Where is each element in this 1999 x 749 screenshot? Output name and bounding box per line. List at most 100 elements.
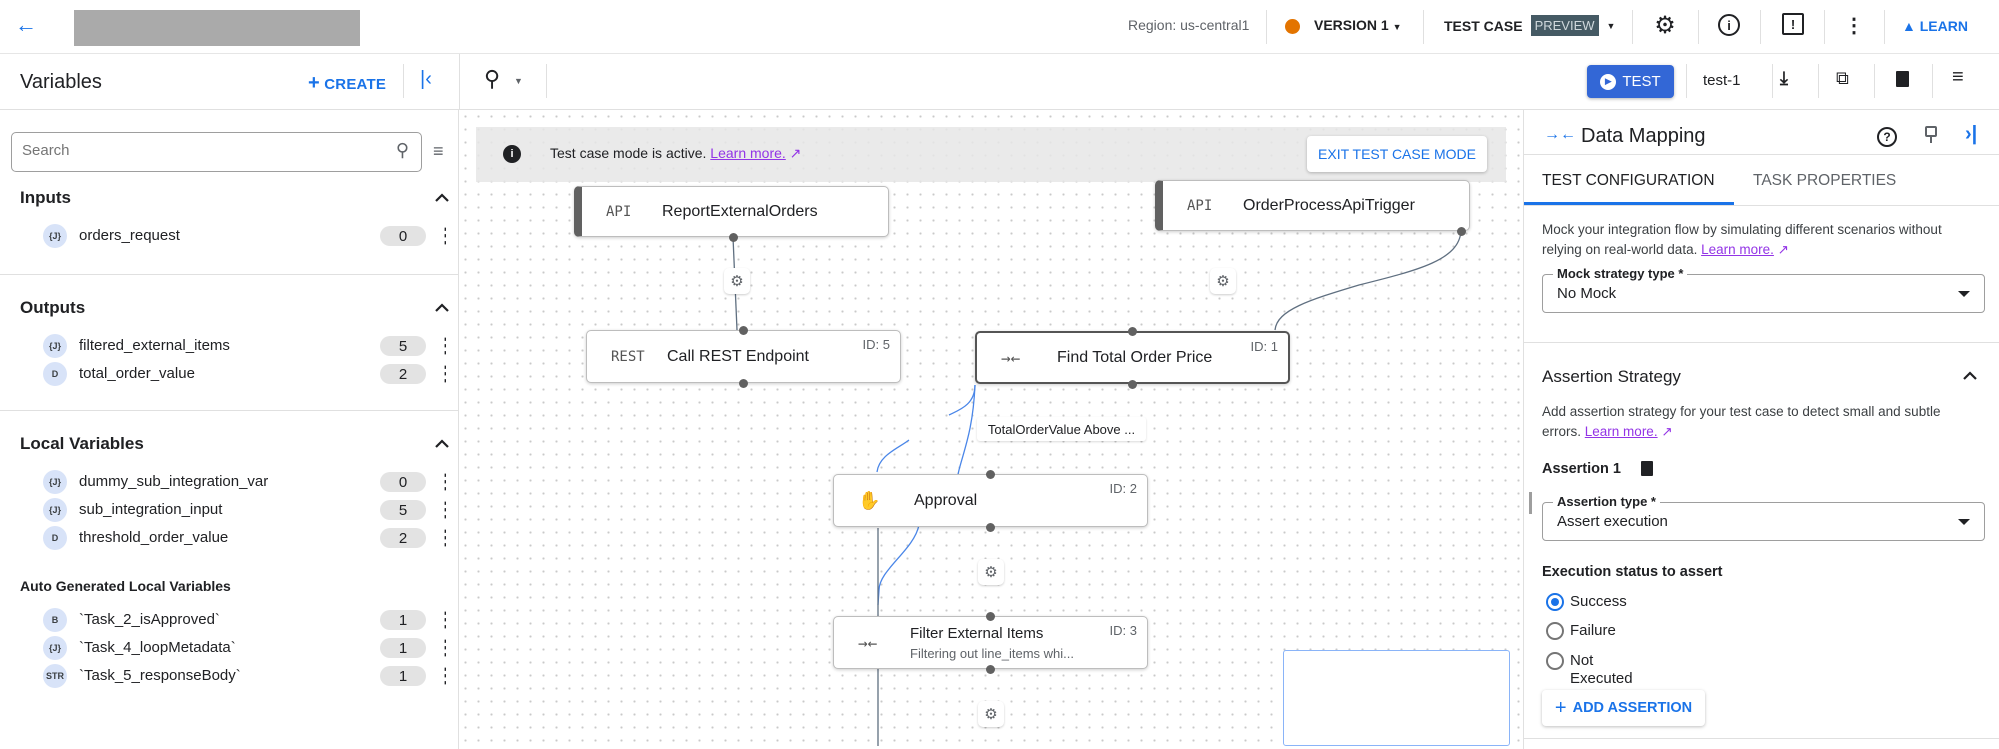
zoom-in-icon[interactable]: ⚲ bbox=[484, 66, 501, 91]
more-vert-icon[interactable]: ⋮ bbox=[436, 499, 446, 521]
radio-button[interactable] bbox=[1546, 652, 1564, 670]
more-vert-icon[interactable]: ⋮ bbox=[436, 637, 446, 659]
node-title: Call REST Endpoint bbox=[667, 347, 809, 365]
region-label: Region: us-central1 bbox=[1128, 17, 1250, 33]
node-subtitle: Filtering out line_items whi... bbox=[910, 646, 1075, 661]
more-vert-icon[interactable]: ⋮ bbox=[436, 527, 446, 549]
menu-icon[interactable]: ≡ bbox=[1952, 66, 1964, 88]
tab-task-properties[interactable]: TASK PROPERTIES bbox=[1753, 172, 1897, 189]
more-vert-icon[interactable]: ⋮ bbox=[436, 363, 446, 385]
data-mapping-panel: →← Data Mapping ? ›| TEST CONFIGURATION … bbox=[1523, 110, 1999, 749]
more-vert-icon[interactable]: ⋮ bbox=[436, 471, 446, 493]
integration-canvas[interactable]: i Test case mode is active. Learn more. … bbox=[459, 110, 1523, 749]
collapse-panel-icon[interactable]: |‹ bbox=[420, 68, 432, 90]
usage-count: 0 bbox=[380, 226, 426, 246]
info-icon[interactable]: i bbox=[1718, 14, 1740, 36]
more-vert-icon[interactable]: ⋮ bbox=[436, 335, 446, 357]
feedback-icon[interactable]: ! bbox=[1782, 13, 1804, 35]
create-variable-button[interactable]: + CREATE bbox=[308, 72, 386, 95]
filter-sort-icon[interactable]: ≡ bbox=[433, 141, 444, 161]
zoom-caret-icon[interactable]: ▼ bbox=[514, 76, 523, 86]
data-mapping-icon: →← bbox=[858, 633, 878, 652]
resize-handle[interactable] bbox=[1529, 492, 1532, 514]
variable-name: dummy_sub_integration_var bbox=[79, 473, 269, 490]
node-title: OrderProcessApiTrigger bbox=[1243, 196, 1415, 214]
edge-gear-icon[interactable]: ⚙ bbox=[724, 268, 750, 294]
caret-down-icon: ▼ bbox=[1606, 20, 1616, 31]
exit-test-case-mode-button[interactable]: EXIT TEST CASE MODE bbox=[1307, 136, 1487, 172]
node-order-process-api-trigger[interactable]: API OrderProcessApiTrigger bbox=[1155, 180, 1470, 231]
chevron-up-icon[interactable] bbox=[432, 434, 452, 454]
more-vert-icon[interactable]: ⋮ bbox=[436, 609, 446, 631]
learn-more-link[interactable]: Learn more. bbox=[1701, 242, 1774, 257]
copy-icon[interactable]: ⧉ bbox=[1836, 68, 1849, 88]
node-approval[interactable]: ✋ Approval ID: 2 bbox=[833, 474, 1148, 527]
version-status-dot bbox=[1285, 19, 1300, 34]
learn-more-link[interactable]: Learn more. bbox=[710, 145, 786, 161]
edge-gear-icon[interactable]: ⚙ bbox=[978, 701, 1004, 727]
chevron-up-icon[interactable] bbox=[432, 188, 452, 208]
radio-button[interactable] bbox=[1546, 622, 1564, 640]
node-call-rest-endpoint[interactable]: REST Call REST Endpoint ID: 5 bbox=[586, 330, 901, 383]
learn-button[interactable]: ▲ LEARN bbox=[1902, 17, 1968, 37]
node-report-external-orders[interactable]: API ReportExternalOrders bbox=[574, 186, 889, 237]
node-filter-external-items[interactable]: →← Filter External Items Filtering out l… bbox=[833, 616, 1148, 669]
tab-test-configuration[interactable]: TEST CONFIGURATION bbox=[1524, 155, 1734, 205]
chevron-up-icon[interactable] bbox=[432, 298, 452, 318]
variable-row[interactable]: {J}`Task_4_loopMetadata`1⋮ bbox=[0, 634, 459, 662]
variable-row[interactable]: STR`Task_5_responseBody`1⋮ bbox=[0, 662, 459, 690]
add-assertion-button[interactable]: +ADD ASSERTION bbox=[1542, 690, 1705, 726]
tab-label: TEST CONFIGURATION bbox=[1542, 172, 1715, 189]
top-header: ← Region: us-central1 VERSION 1 ▼ TEST C… bbox=[0, 0, 1999, 54]
variable-row[interactable]: B`Task_2_isApproved`1⋮ bbox=[0, 606, 459, 634]
help-icon[interactable]: ? bbox=[1877, 127, 1897, 147]
chevron-up-icon[interactable] bbox=[1960, 366, 1980, 386]
panel-title: Data Mapping bbox=[1581, 125, 1706, 147]
collapse-right-panel-icon[interactable]: ›| bbox=[1965, 123, 1978, 145]
assertion-strategy-heading: Assertion Strategy bbox=[1542, 367, 1681, 386]
dropdown-arrow-icon bbox=[1958, 291, 1970, 297]
edge-condition-label[interactable]: TotalOrderValue Above ... bbox=[977, 417, 1146, 441]
mock-strategy-select[interactable]: Mock strategy type * No Mock bbox=[1542, 266, 1985, 313]
download-icon[interactable]: ⤓ bbox=[1780, 68, 1788, 88]
pin-icon[interactable] bbox=[1925, 126, 1937, 144]
node-find-total-order-price[interactable]: →← Find Total Order Price ID: 1 bbox=[975, 331, 1290, 384]
edge-gear-icon[interactable]: ⚙ bbox=[1210, 268, 1236, 294]
delete-icon[interactable] bbox=[1896, 71, 1909, 87]
delete-assertion-icon[interactable] bbox=[1641, 461, 1653, 476]
search-input[interactable] bbox=[22, 142, 362, 159]
test-case-dropdown[interactable]: TEST CASE PREVIEW ▼ bbox=[1444, 15, 1615, 36]
node-title: Find Total Order Price bbox=[1057, 348, 1213, 366]
more-vert-icon[interactable]: ⋮ bbox=[1846, 15, 1862, 37]
more-vert-icon[interactable]: ⋮ bbox=[436, 225, 446, 247]
edge-gear-icon[interactable]: ⚙ bbox=[978, 559, 1004, 585]
radio-button-checked[interactable] bbox=[1546, 593, 1564, 611]
search-field[interactable]: ⚲ bbox=[11, 132, 422, 172]
variable-name: `Task_2_isApproved` bbox=[79, 611, 220, 628]
json-type-badge: {J} bbox=[43, 334, 67, 358]
learn-more-link[interactable]: Learn more. bbox=[1584, 424, 1658, 439]
assertion-type-select[interactable]: Assertion type * Assert execution bbox=[1542, 494, 1985, 541]
usage-count: 5 bbox=[380, 336, 426, 356]
more-vert-icon[interactable]: ⋮ bbox=[436, 665, 446, 687]
double-type-badge: D bbox=[43, 362, 67, 386]
settings-gear-icon[interactable]: ⚙ bbox=[1654, 13, 1676, 39]
select-value: No Mock bbox=[1557, 285, 1617, 302]
run-test-button[interactable]: ▶ TEST bbox=[1587, 65, 1674, 98]
minimap[interactable] bbox=[1283, 650, 1510, 746]
assertion-1-label: Assertion 1 bbox=[1542, 461, 1621, 477]
learn-label: LEARN bbox=[1919, 18, 1968, 34]
test-case-name[interactable]: test-1 bbox=[1703, 72, 1741, 89]
back-arrow-icon[interactable]: ← bbox=[15, 12, 37, 37]
dropdown-arrow-icon bbox=[1958, 519, 1970, 525]
toolbar: Variables + CREATE |‹ ⚲ ▼ ▶ TEST test-1 … bbox=[0, 54, 1999, 110]
play-icon: ▶ bbox=[1600, 73, 1617, 90]
local-variables-heading: Local Variables bbox=[20, 434, 144, 453]
version-dropdown[interactable]: VERSION 1 ▼ bbox=[1314, 17, 1402, 33]
